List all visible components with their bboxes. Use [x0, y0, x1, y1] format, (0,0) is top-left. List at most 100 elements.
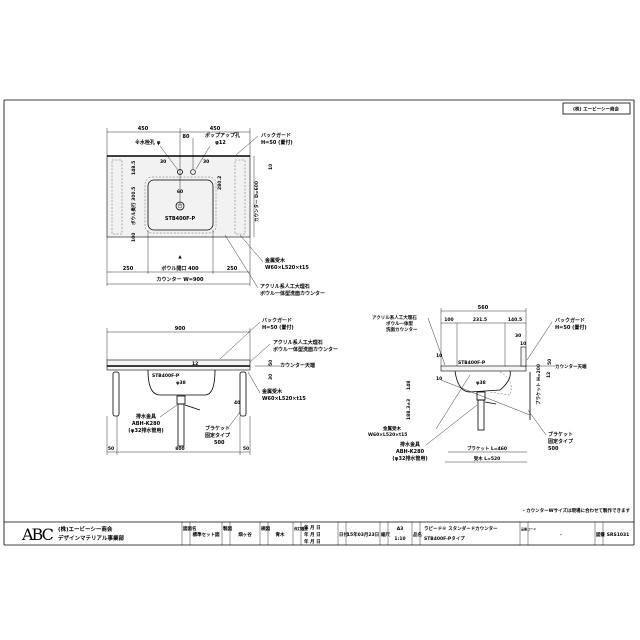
- drawing-name: 標準セット図: [193, 531, 220, 538]
- dim-text: 12: [546, 372, 552, 378]
- label: 品番コード: [521, 526, 536, 531]
- dim-text: 140.5: [508, 317, 522, 323]
- dim-text: 148: [406, 381, 412, 390]
- label: φ12: [215, 140, 226, 146]
- checked-by: 青木: [276, 531, 285, 538]
- revision-row: 年 月 日: [304, 531, 321, 538]
- popup-hole-icon: [190, 169, 196, 175]
- label: バックガード: [262, 317, 292, 324]
- dim-text: 50: [547, 359, 553, 365]
- dim-text: 40: [234, 400, 240, 406]
- label: 改訂履歴: [294, 526, 308, 531]
- dim-text: 250: [123, 266, 134, 272]
- label: バックガード: [261, 132, 291, 139]
- dim-text: 450: [138, 126, 149, 132]
- dim-text: ブラケット L=460: [467, 445, 507, 452]
- center-mark: ▲: [178, 255, 182, 260]
- drawing-number: SRS1031: [607, 532, 629, 538]
- label: 固定タイプ: [548, 438, 574, 445]
- label: アクリル系人工大理石: [372, 314, 417, 321]
- model-label: STB400F-P: [458, 360, 486, 366]
- dim-text: 280.2: [217, 176, 223, 190]
- dim-text: 900: [175, 326, 186, 332]
- date: 15年03月23日: [347, 531, 379, 538]
- label: ポップアップ孔: [205, 132, 240, 139]
- model-label: STB400F-P: [152, 373, 180, 379]
- label: 図面名: [183, 525, 197, 532]
- dim-text: カウンター W=900: [157, 276, 204, 283]
- company-name: (株)エービーシー商会: [58, 525, 113, 533]
- label: W60×L520×t15: [262, 396, 306, 402]
- dim-text: 80: [183, 134, 190, 140]
- product-type: STB400F-Pタイプ: [424, 535, 465, 542]
- label: ※水栓孔 φ: [135, 139, 161, 146]
- label: W60×L520×t15: [265, 265, 309, 271]
- label: (φ32排水管用): [128, 427, 163, 434]
- revision-row: 年 月 日: [304, 524, 321, 531]
- header-label: (株) エービーシー商会: [573, 106, 620, 113]
- dim-text: 231.5: [473, 317, 487, 323]
- dim-text: 50: [268, 360, 274, 366]
- label: ボウル一体型洗面カウンター: [273, 346, 338, 353]
- label: 排水金具: [400, 441, 420, 448]
- label: H=50 (置付): [262, 324, 294, 331]
- label: 製図: [222, 525, 232, 532]
- dim-text: φ38: [176, 380, 186, 386]
- dim-text: 50: [243, 446, 249, 452]
- dim-text: ボウル開口 400: [161, 265, 199, 272]
- dim-text: 10: [436, 353, 442, 359]
- dim-text: 受木 L=520: [474, 455, 501, 462]
- note: ・カウンターWサイズは現場に合わせて製作できます: [522, 507, 631, 514]
- label: 金属受木: [264, 257, 286, 264]
- department-name: デザインマテリアル事業部: [58, 534, 124, 542]
- label: 金属受木: [261, 388, 283, 395]
- label: カウンター天端: [280, 362, 315, 369]
- dim-text: 30: [515, 333, 521, 339]
- model-label: STB400F-P: [165, 216, 196, 222]
- product-code: -: [560, 533, 562, 538]
- label: W60×L520×t15: [368, 432, 407, 438]
- dim-text: 148.5: [131, 161, 137, 175]
- label: 検図: [261, 525, 270, 532]
- dim-text: カウンター D=600: [253, 181, 260, 222]
- label: ボウル一体型: [386, 320, 413, 327]
- revision-row: 年 月 日: [304, 538, 321, 545]
- label: 洗面カウンター: [386, 326, 418, 333]
- dim-text: 560: [478, 305, 489, 311]
- label: 縮尺: [381, 531, 390, 538]
- label: ブラケット: [205, 425, 230, 432]
- dim-text: 12: [192, 361, 198, 367]
- dim-text: 10: [436, 376, 442, 382]
- dim-text: 250: [227, 266, 238, 272]
- label: アクリル系人工大理石: [260, 283, 310, 290]
- label: H=50 (置付): [555, 324, 587, 331]
- dim-text: 60: [177, 189, 183, 195]
- dim-text: 100: [444, 317, 453, 323]
- side-view: 560 100 231.5 140.5 アクリル系人工大理石 ボウル一体型 洗面…: [368, 305, 587, 463]
- dim-text: ブラケット H=200: [535, 364, 542, 405]
- label: バックガード: [555, 317, 585, 324]
- label: カウンター天端: [555, 363, 587, 370]
- drawn-by: 畑ヶ谷: [238, 531, 252, 538]
- label: ABH-K280: [396, 449, 425, 455]
- label: H=50 (置付): [261, 139, 293, 146]
- scale: 1:10: [394, 536, 405, 542]
- abc-logo: ABC: [21, 525, 54, 544]
- label: 500: [214, 440, 225, 446]
- label: 品名: [413, 531, 422, 538]
- dim-text: 450: [210, 126, 221, 132]
- dim-text: 50: [108, 446, 114, 452]
- label: (φ32排水管用): [392, 455, 427, 462]
- plan-view: 450 450 80 ポップアップ孔 φ12 ※水栓孔 φ バックガード H=5…: [106, 126, 325, 297]
- label: アクリル系人工大理石: [273, 339, 323, 346]
- label: 金属受木: [382, 425, 401, 432]
- dim-text: 30: [160, 159, 166, 165]
- dim-text: ボウル奥行 300.5: [130, 187, 137, 225]
- dim-text: 10: [268, 164, 274, 170]
- label: 排水金具: [136, 413, 156, 420]
- product-name: ラピード® スタンダードカウンター: [424, 525, 498, 532]
- front-view: 900 バックガード H=50 (置付) アクリル系人工大理石 ボウル一体型洗面…: [106, 317, 338, 455]
- title-block: ABC (株)エービーシー商会 デザインマテリアル事業部 図面名 標準セット図 …: [4, 521, 634, 545]
- dim-text: φ38: [476, 380, 486, 386]
